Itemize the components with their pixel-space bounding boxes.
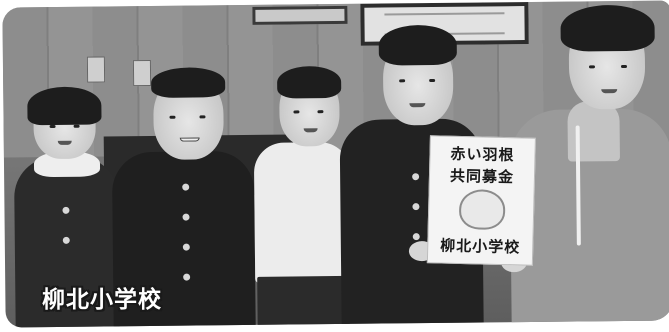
poster-title-line1: 赤い羽根 bbox=[450, 144, 515, 165]
wall-frame-small bbox=[252, 5, 348, 25]
photo-caption: 柳北小学校 bbox=[42, 287, 162, 313]
poster-school-name: 柳北小学校 bbox=[440, 236, 521, 257]
light-switch bbox=[86, 56, 106, 83]
poster-title-line2: 共同募金 bbox=[449, 166, 515, 187]
mascot-icon bbox=[458, 188, 506, 231]
fundraising-poster: 赤い羽根 共同募金 柳北小学校 bbox=[426, 135, 536, 266]
